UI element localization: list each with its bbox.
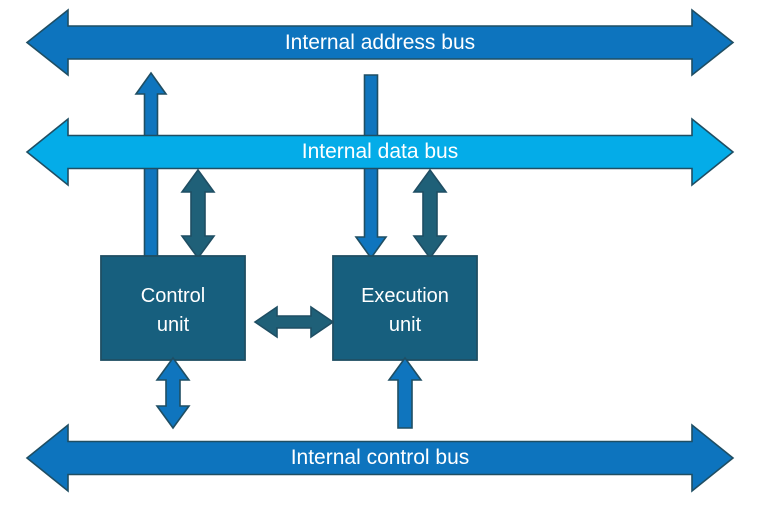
double-arrow-horizontal-icon [253, 305, 335, 339]
address-bus-label: Internal address bus [285, 31, 475, 54]
execution-unit-box[interactable] [332, 255, 478, 361]
double-arrow-vertical-icon [155, 356, 191, 430]
execution-unit-label-line2: unit [389, 314, 422, 336]
control-unit-to-control-bus-connector [155, 356, 191, 430]
address-bus: Internal address bus [25, 8, 735, 77]
up-arrow-icon [387, 356, 423, 429]
control-unit-to-execution-unit-connector [253, 305, 335, 339]
double-arrow-vertical-icon [180, 168, 216, 260]
control-unit-to-data-bus-connector [180, 168, 216, 260]
data-bus: Internal data bus [25, 117, 735, 187]
control-bus-shape [25, 423, 735, 493]
control-unit-label-line2: unit [157, 314, 190, 336]
execution-unit-to-data-bus-connector [412, 168, 448, 260]
execution-unit-label-line1: Execution [361, 285, 449, 307]
execution-unit[interactable]: Execution unit [332, 255, 478, 361]
execution-unit-to-control-bus-connector [387, 356, 423, 429]
control-bus-label: Internal control bus [291, 446, 470, 469]
control-unit-box[interactable] [100, 255, 246, 361]
data-bus-label: Internal data bus [302, 140, 458, 163]
double-arrow-vertical-icon [412, 168, 448, 260]
control-bus: Internal control bus [25, 423, 735, 493]
control-unit-label-line1: Control [141, 285, 205, 307]
control-unit[interactable]: Control unit [100, 255, 246, 361]
address-bus-shape [25, 8, 735, 77]
data-bus-shape [25, 117, 735, 187]
